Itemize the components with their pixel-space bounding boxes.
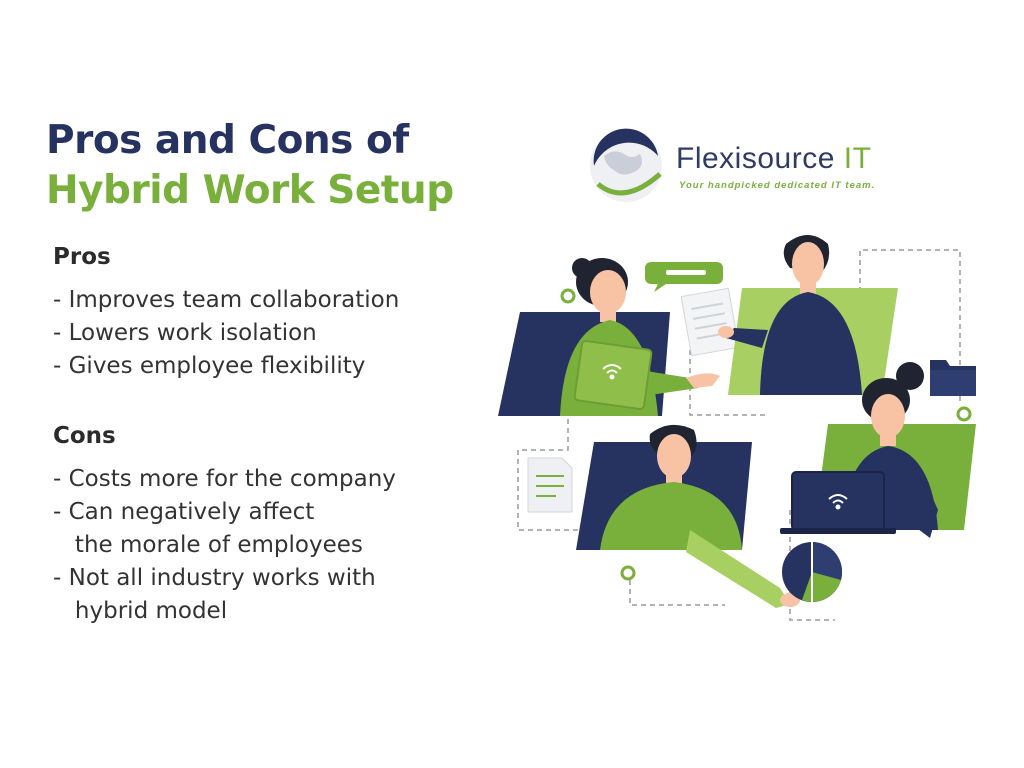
- pros-heading: Pros: [53, 244, 111, 270]
- man-with-document: [718, 235, 862, 395]
- cons-item: hybrid model: [53, 598, 228, 624]
- cons-list: - Costs more for the company - Can negat…: [53, 463, 396, 628]
- pros-list: - Improves team collaboration - Lowers w…: [53, 284, 399, 383]
- dashed-connectors: [517, 249, 961, 621]
- globe-logo-icon: [590, 128, 663, 206]
- wifi-icon: [602, 364, 622, 380]
- pros-item: - Gives employee flexibility: [53, 353, 366, 379]
- cons-item: - Can negatively affect: [53, 499, 315, 525]
- title-line-1: Pros and Cons of: [46, 118, 409, 163]
- logo-tagline: Your handpicked dedicated IT team.: [679, 180, 876, 191]
- cons-heading: Cons: [53, 423, 116, 449]
- document-icon: [680, 287, 740, 357]
- logo-name-suffix: IT: [843, 142, 872, 175]
- cons-item: the morale of employees: [53, 532, 363, 558]
- pie-chart-icon: [782, 541, 843, 602]
- man-with-chart: [600, 424, 800, 608]
- folder-icon: [930, 360, 976, 396]
- title-line-2: Hybrid Work Setup: [46, 168, 454, 213]
- pros-item: - Lowers work isolation: [53, 320, 317, 346]
- logo-name-text: Flexisource: [676, 142, 835, 175]
- chat-bubble-icon: [645, 262, 723, 292]
- woman-with-tablet: [560, 258, 720, 416]
- ring-icons: [560, 288, 972, 581]
- wifi-icon-2: [828, 494, 848, 510]
- document-icon-2: [527, 457, 573, 513]
- cons-item: - Not all industry works with: [53, 565, 376, 591]
- hybrid-work-illustration: [498, 235, 976, 621]
- pros-item: - Improves team collaboration: [53, 287, 400, 313]
- cons-section: Cons - Costs more for the company - Can …: [53, 423, 396, 628]
- woman-with-laptop: [780, 362, 938, 538]
- cons-item: - Costs more for the company: [53, 466, 396, 492]
- pros-section: Pros - Improves team collaboration - Low…: [53, 244, 399, 383]
- logo-name: Flexisource IT: [676, 142, 871, 176]
- page-title: Pros and Cons of Hybrid Work Setup: [46, 116, 454, 216]
